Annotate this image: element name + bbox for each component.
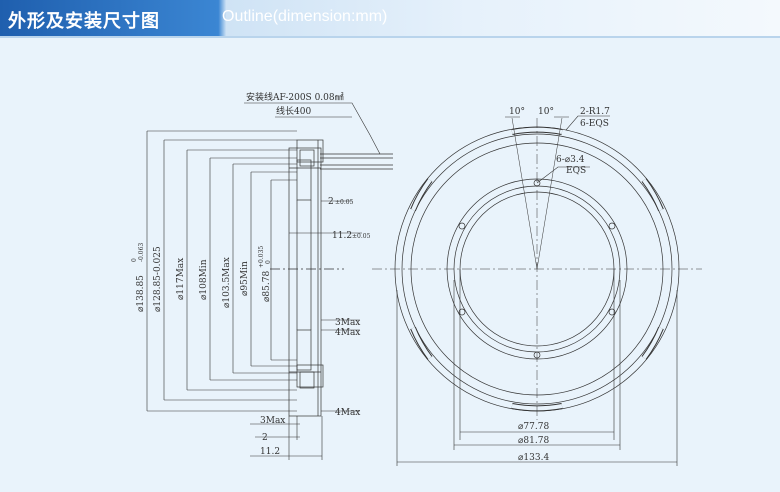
dia-138-tol-low: -0.063 [138,243,145,262]
slot-eqs-label: 6-EQS [580,119,609,129]
dia-85-tol-low: 0 [265,260,272,264]
dia-103-label: ⌀103.5Max [222,257,232,308]
angle-left-label: 10° [509,107,525,117]
dim-2-tol: ±0.05 [335,199,354,206]
dia-138-tol-up: 0 [131,258,138,262]
side-view-outline [288,139,393,417]
dim-4max-a: 4Max [335,328,360,338]
dia-81-label: ⌀81.78 [518,436,549,446]
wire-leader [244,102,381,155]
dia-117-label: ⌀117Max [176,258,186,300]
dia-95-label: ⌀95Min [240,261,250,296]
header-bar: 外形及安装尺寸图 Outline(dimension:mm) [0,0,780,36]
dim-3max-b: 3Max [260,416,285,426]
dia-108-label: ⌀108Min [199,259,209,300]
mounting-holes [458,179,616,359]
dim-3max-a: 3Max [335,318,360,328]
dia-133-label: ⌀133.4 [518,453,549,463]
front-bottom-dims [396,269,678,466]
hole-eqs-label: EQS [566,166,586,176]
dia-77-label: ⌀77.78 [518,422,549,432]
header-title-en: Outline(dimension:mm) [222,8,388,25]
dia-85-label: ⌀85.78 [262,271,272,302]
dim-2-label: 2 [328,197,334,207]
wire-spec-label: 安装线AF-200S 0.08㎟ [246,91,344,103]
angle-lines [505,116,569,270]
dim-bottom-2: 2 [262,433,268,443]
hole-spec-label: 6-⌀3.4 [556,155,585,165]
dim-11-2-tol: ±0.05 [352,233,371,240]
side-diameter-dims [146,130,297,412]
header-title-cn: 外形及安装尺寸图 [8,11,160,32]
dia-128-label: ⌀128.85-0.025 [153,246,163,312]
dim-4max-b: 4Max [335,408,360,418]
header-divider [0,36,780,38]
slot-radius-label: 2-R1.7 [580,107,610,117]
dim-11-2-label: 11.2 [332,231,352,241]
dim-bottom-11-2: 11.2 [260,447,280,457]
side-horizontal-dims [250,200,362,460]
angle-right-label: 10° [538,107,554,117]
wire-length-label: 线长400 [276,105,311,117]
dia-138-label: ⌀138.85 [136,275,146,312]
dia-85-tol-up: +0.035 [258,246,265,268]
